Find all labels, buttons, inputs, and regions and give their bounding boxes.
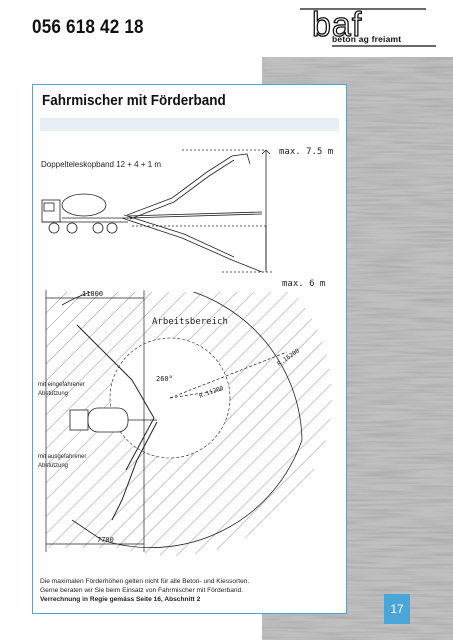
technical-drawing: max. 7.5 m max. 6 m 11800 7700 Arbeitsbe… [38, 147, 333, 557]
truck-side-icon [41, 193, 128, 234]
truck-top-icon [69, 407, 157, 433]
retracted-label-2: Abstützung [38, 391, 68, 397]
svg-text:baf: baf [312, 6, 362, 44]
conveyor-caption: Doppelteleskopband 12 + 4 + 1 m [41, 160, 162, 169]
retracted-label-1: mit eingefahrener [38, 382, 85, 388]
max-depth-label: max. 6 m [282, 279, 325, 289]
extended-label-1: mit ausgefahrener [38, 454, 86, 460]
footer-line-3: Verrechnung in Regie gemäss Seite 16, Ab… [40, 596, 201, 603]
logo-tagline: beton ag freiamt [332, 34, 402, 44]
footer-line-1: Die maximalen Förderhöhen gelten nicht f… [40, 578, 250, 585]
work-area-label: Arbeitsbereich [152, 317, 228, 327]
footer-line-2: Gerne beraten wir Sie beim Einsatz von F… [40, 587, 244, 594]
title-bar [40, 118, 339, 131]
dim-11800-label: 11800 [82, 290, 103, 298]
side-view [121, 149, 272, 273]
page-number: 17 [384, 594, 410, 624]
phone-number: 056 618 42 18 [32, 17, 144, 38]
max-height-label: max. 7.5 m [279, 147, 333, 157]
angle-label: 260° [156, 375, 173, 383]
panel-title: Fahrmischer mit Förderband [42, 92, 226, 109]
dim-7700-label: 7700 [97, 536, 114, 544]
baf-logo: baf [300, 6, 436, 47]
extended-label-2: Abstützung [38, 463, 68, 469]
footer-notes: Die maximalen Förderhöhen gelten nicht f… [40, 577, 249, 604]
